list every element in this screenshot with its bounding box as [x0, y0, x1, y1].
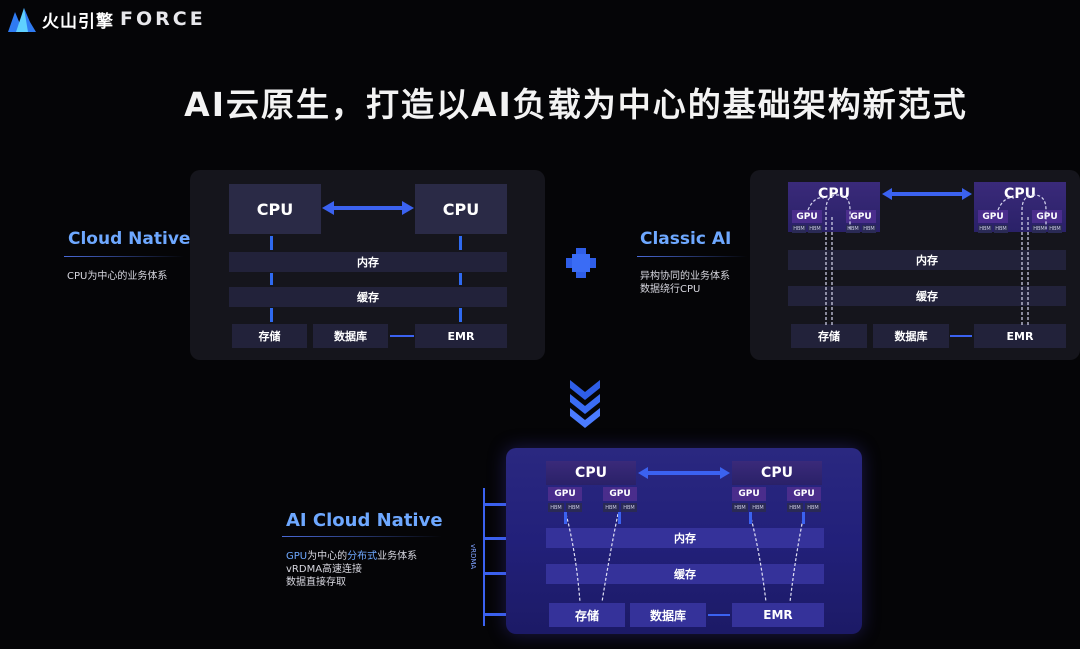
memory-cache-link	[270, 273, 273, 285]
hbm-chip: HBM	[732, 503, 748, 512]
brand-logo: 火山引擎 FORCE	[8, 6, 206, 32]
gpu-chip: GPU	[846, 210, 876, 223]
cloud-native-desc: CPU为中心的业务体系	[67, 271, 168, 282]
ai-cloud-native-desc-line1: GPU为中心的分布式业务体系	[286, 551, 418, 562]
emr-box: EMR	[732, 603, 824, 627]
memory-bar: 内存	[229, 252, 507, 272]
data-path-icon	[807, 194, 1047, 325]
emr-box: EMR	[974, 324, 1066, 348]
gpu-chip: GPU	[732, 487, 766, 501]
cache-storage-link	[270, 308, 273, 322]
cloud-native-underline	[64, 256, 184, 257]
gpu-chip: GPU	[787, 487, 821, 501]
cloud-native-label: Cloud Native	[68, 229, 191, 249]
memory-bar: 内存	[788, 250, 1066, 270]
classic-ai-desc-line1: 异构协同的业务体系	[640, 271, 730, 282]
cpu-box-left: CPU	[229, 184, 321, 234]
gpu-chip: GPU	[978, 210, 1008, 223]
hbm-chip: HBM	[792, 225, 806, 233]
emr-box: EMR	[415, 324, 507, 348]
hbm-chip: HBM	[603, 503, 619, 512]
hbm-chip: HBM	[805, 503, 821, 512]
cache-bar: 缓存	[229, 287, 507, 307]
hbm-chip: HBM	[994, 225, 1008, 233]
database-box: 数据库	[873, 324, 949, 348]
cpu-memory-link	[459, 236, 462, 250]
cpu-box-left: CPU	[788, 182, 880, 232]
cache-bar: 缓存	[546, 564, 824, 584]
plus-icon	[566, 248, 596, 278]
ai-cloud-native-underline	[282, 536, 442, 537]
page-title: AI云原生，打造以AI负载为中心的基础架构新范式	[184, 85, 968, 124]
vrdma-label: vRDMA	[469, 544, 477, 570]
emr-link	[390, 335, 414, 337]
vrdma-bus	[483, 488, 485, 626]
emr-link	[950, 335, 972, 337]
ai-cloud-native-label: AI Cloud Native	[286, 510, 443, 531]
classic-ai-label: Classic AI	[640, 229, 732, 249]
gpu-chip: GPU	[1032, 210, 1062, 223]
hbm-chip: HBM	[808, 225, 822, 233]
cpu-box-right: CPU	[974, 182, 1066, 232]
hbm-chip: HBM	[787, 503, 803, 512]
hbm-chip: HBM	[621, 503, 637, 512]
chevron-down-icon	[570, 380, 600, 428]
cache-bar: 缓存	[788, 286, 1066, 306]
gpu-chip: GPU	[603, 487, 637, 501]
data-path-icon	[564, 512, 805, 603]
hbm-chip: HBM	[862, 225, 876, 233]
classic-ai-underline	[637, 256, 747, 257]
cpu-box-right: CPU	[415, 184, 507, 234]
cpu-box-left: CPU	[546, 461, 636, 485]
hbm-chip: HBM	[1032, 225, 1046, 233]
gpu-chip: GPU	[548, 487, 582, 501]
hbm-chip: HBM	[566, 503, 582, 512]
storage-box: 存储	[549, 603, 625, 627]
hbm-chip: HBM	[978, 225, 992, 233]
cpu-link-arrow-icon	[322, 201, 414, 215]
classic-ai-desc-line2: 数据绕行CPU	[640, 284, 701, 295]
emr-link	[708, 614, 730, 616]
logo-text-en: FORCE	[120, 8, 206, 30]
volcano-logo-icon	[8, 8, 36, 32]
hbm-chip: HBM	[1048, 225, 1062, 233]
cache-storage-link	[459, 308, 462, 322]
storage-box: 存储	[232, 324, 307, 348]
ai-cloud-native-desc-line2: vRDMA高速连接	[286, 564, 363, 575]
database-box: 数据库	[630, 603, 706, 627]
cpu-link-arrow-icon	[882, 188, 972, 200]
gpu-chip: GPU	[792, 210, 822, 223]
hbm-chip: HBM	[750, 503, 766, 512]
hbm-chip: HBM	[548, 503, 564, 512]
memory-cache-link	[459, 273, 462, 285]
hbm-chip: HBM	[846, 225, 860, 233]
logo-text-cn: 火山引擎	[42, 11, 114, 32]
cpu-link-arrow-icon	[638, 467, 730, 479]
storage-box: 存储	[791, 324, 867, 348]
cpu-memory-link	[270, 236, 273, 250]
database-box: 数据库	[313, 324, 388, 348]
ai-cloud-native-desc-line3: 数据直接存取	[286, 577, 346, 588]
cpu-box-right: CPU	[732, 461, 822, 485]
memory-bar: 内存	[546, 528, 824, 548]
